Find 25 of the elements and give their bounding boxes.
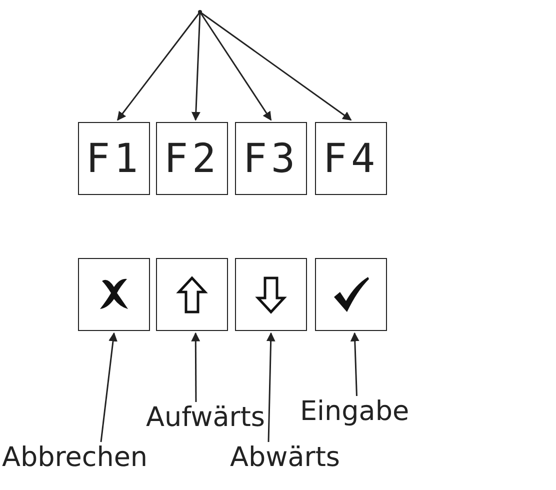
function-key [78,122,150,195]
key-caption: Abbrechen [2,444,148,471]
leader-line [100,332,118,442]
key-button [156,258,228,331]
leader-line [191,332,200,402]
function-key [315,122,387,195]
function-key [156,122,228,195]
key-caption: Aufwärts [146,404,265,431]
key-button [78,258,150,331]
arrow [199,12,272,121]
key-caption: Eingabe [300,398,410,425]
key-label: F3 [242,136,300,182]
key-label: F4 [322,136,380,182]
function-key [235,122,307,195]
leader-origin [198,10,202,14]
leader-line [350,332,360,396]
key-button [235,258,307,331]
arrow [191,12,201,121]
arrow [200,11,352,121]
arrow [117,12,201,121]
leader-line [266,332,276,442]
key-label: F2 [164,136,220,182]
key-label: F1 [86,136,142,182]
key-caption: Abwärts [230,444,340,471]
key-button [315,258,387,331]
